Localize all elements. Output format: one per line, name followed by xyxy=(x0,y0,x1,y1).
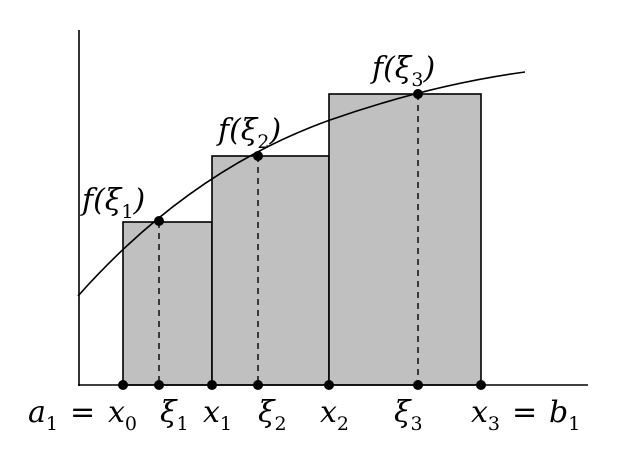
label-x2: x2 xyxy=(320,395,349,435)
axis-point-x0 xyxy=(118,380,128,390)
label-b1: b1 xyxy=(549,395,580,435)
label-x0: x0 xyxy=(108,395,137,435)
label-xi1: ξ1 xyxy=(160,395,189,435)
axis-point-x3 xyxy=(476,380,486,390)
label-f-xi1: f(ξ1) xyxy=(80,183,145,223)
curve-point-3 xyxy=(413,89,423,99)
axis-point-x2 xyxy=(324,380,334,390)
label-x1: x1 xyxy=(203,395,232,435)
subinterval-bar-2 xyxy=(211,155,330,386)
subinterval-bar-1 xyxy=(122,221,213,386)
subinterval-bar-3 xyxy=(328,93,482,386)
axis-point-xi3 xyxy=(413,380,423,390)
axis-point-xi1 xyxy=(154,380,164,390)
label-xi2: ξ2 xyxy=(258,395,287,435)
axis-point-xi2 xyxy=(253,380,263,390)
label-f-xi2: f(ξ2) xyxy=(216,113,281,153)
label-xi3: ξ3 xyxy=(394,395,423,435)
label-equals-right: = xyxy=(512,395,537,430)
label-f-xi3: f(ξ3) xyxy=(370,51,435,91)
label-a1: a1 xyxy=(28,395,58,435)
label-equals-left: = xyxy=(70,395,95,430)
function-curve xyxy=(77,71,526,297)
label-x3: x3 xyxy=(471,395,500,435)
axis-point-x1 xyxy=(207,380,217,390)
curve-point-2 xyxy=(253,151,263,161)
curve-point-1 xyxy=(154,216,164,226)
